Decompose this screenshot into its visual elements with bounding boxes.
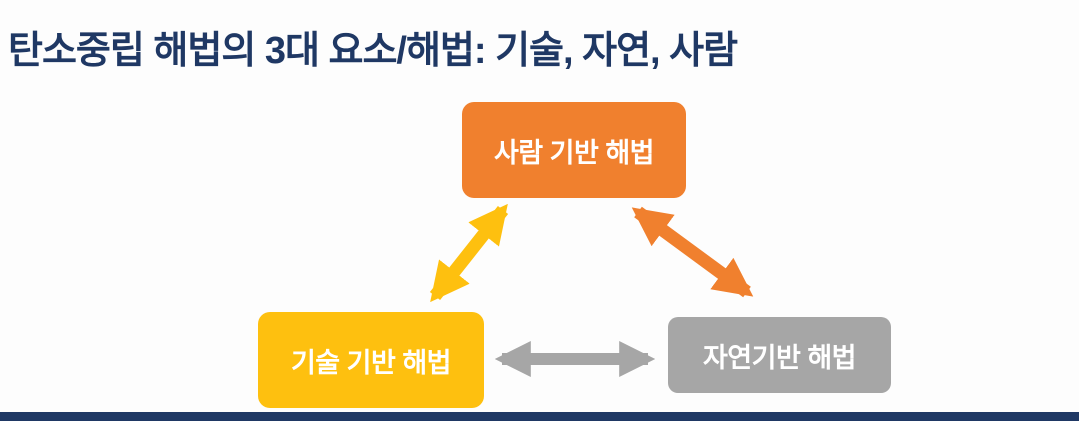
- node-label: 자연기반 해법: [702, 342, 857, 373]
- edge-people-nature-arrow: [631, 206, 754, 298]
- slide-title: 탄소중립 해법의 3대 요소/해법: 기술, 자연, 사람: [8, 30, 738, 73]
- node-nature-based-solution: 자연기반 해법: [668, 317, 891, 393]
- node-label: 기술 기반 해법: [290, 347, 452, 378]
- footer-bar: [0, 412, 1079, 421]
- edge-technology-people-arrow: [429, 203, 509, 303]
- node-technology-based-solution: 기술 기반 해법: [258, 312, 484, 408]
- node-label: 사람 기반 해법: [493, 137, 655, 168]
- node-people-based-solution: 사람 기반 해법: [462, 102, 686, 198]
